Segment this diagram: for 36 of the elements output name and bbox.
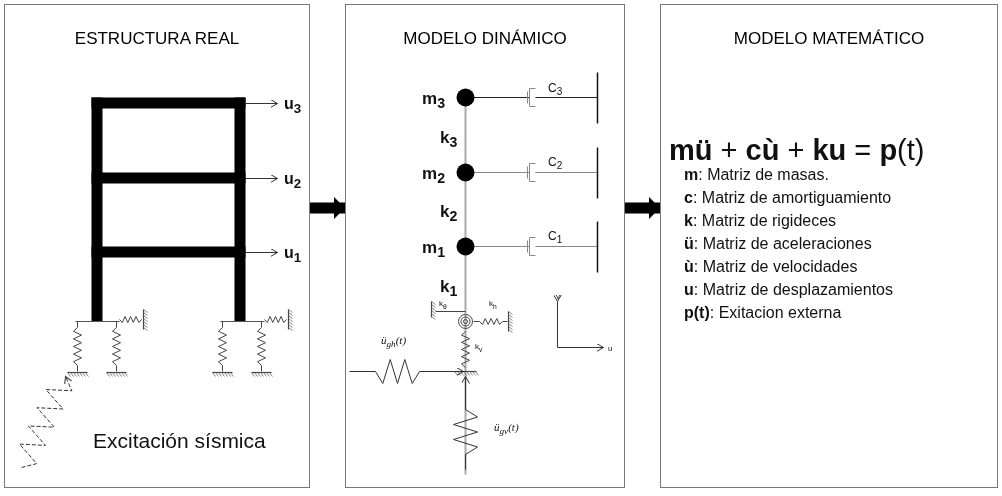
mass-label: m$_{3}$ (422, 89, 445, 112)
definition-text: u: Matriz de desplazamientos (684, 281, 893, 299)
caption-text: Excitación sísmica (93, 429, 266, 453)
definition-text: m: Matriz de masas. (684, 166, 829, 184)
definition-text: k: Matriz de rigideces (684, 212, 837, 230)
definition-text: ù: Matriz de velocidades (684, 258, 858, 276)
stiffness-label: k$_{h}$ (489, 300, 497, 311)
axis-label: v (556, 293, 560, 302)
panel-title: MODELO DINÁMICO (403, 29, 567, 48)
stiffness-label: k$_{3}$ (440, 128, 458, 151)
arrow (310, 197, 345, 219)
panel-title: MODELO MATEMÁTICO (733, 29, 925, 48)
displacement-label: u$_{2}$ (284, 170, 302, 193)
mass-label: m$_{2}$ (422, 164, 445, 187)
damper-label: C$_{1}$ (548, 229, 563, 246)
stiffness-label: k$_{θ}$ (439, 300, 447, 311)
panel-frame (345, 4, 625, 488)
damper-label: C$_{2}$ (548, 155, 563, 172)
panel-frame (4, 4, 310, 488)
stiffness-label: k$_{2}$ (440, 202, 458, 225)
displacement-label: u$_{1}$ (284, 244, 302, 267)
ground-acceleration-label: ü$_{gv}$(t) (494, 421, 519, 437)
ground-acceleration-label: ü$_{gh}$(t) (381, 334, 407, 350)
arrow (625, 197, 660, 219)
definition-text: c: Matriz de amortiguamiento (684, 189, 892, 207)
mass-label: m$_{1}$ (422, 238, 445, 261)
equation: mü + cù + ku = p(t) (669, 135, 925, 167)
panel-title: ESTRUCTURA REAL (74, 29, 240, 48)
definition-text: p(t): Exitacion externa (684, 304, 842, 322)
displacement-label: u$_{3}$ (284, 95, 302, 118)
stiffness-label: k$_{1}$ (440, 277, 458, 300)
stiffness-label: k$_{v}$ (475, 343, 483, 354)
definition-text: ü: Matriz de aceleraciones (684, 235, 872, 253)
damper-label: C$_{3}$ (548, 81, 563, 98)
panel-frame (660, 4, 998, 488)
axis-label: u (608, 345, 613, 354)
